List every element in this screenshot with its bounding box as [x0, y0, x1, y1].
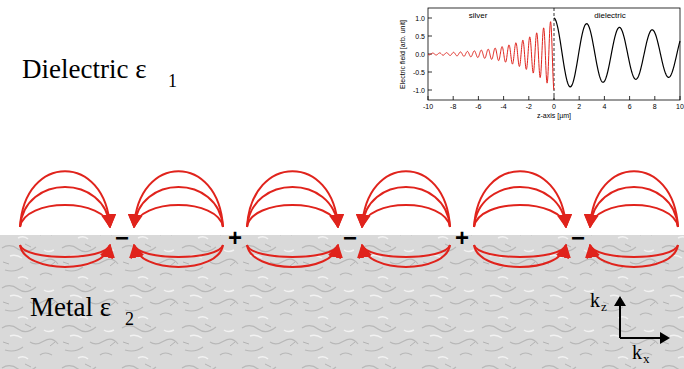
- tick-label: 6: [628, 103, 632, 110]
- charge-symbol: −: [571, 226, 585, 250]
- field-lines: [20, 171, 678, 267]
- tick-label: -1.0: [413, 87, 425, 94]
- axis-title: z-axis [µm]: [537, 112, 571, 119]
- subscript: 1: [168, 72, 177, 90]
- tick-label: 8: [653, 103, 657, 110]
- tick-label: 4: [602, 103, 606, 110]
- tick-label: -4: [500, 103, 506, 110]
- plot-annotation: silver: [469, 12, 488, 20]
- tick-label: -2: [526, 103, 532, 110]
- axis-title: Electric field [arb. unit]: [399, 20, 406, 89]
- axis-label: k: [590, 290, 600, 310]
- charge-symbol: +: [455, 226, 469, 250]
- charge-symbol: −: [115, 226, 129, 250]
- plot-annotation: dielectric: [594, 12, 626, 20]
- tick-label: -10: [423, 103, 433, 110]
- charge-symbol: −: [343, 226, 357, 250]
- axis-label: k: [632, 342, 642, 362]
- tick-label: 0.0: [415, 51, 425, 58]
- region-label: Dielectric ε: [22, 56, 147, 83]
- tick-label: 10: [676, 103, 684, 110]
- tick-label: -8: [450, 103, 456, 110]
- tick-label: 2: [577, 103, 581, 110]
- charge-symbol: +: [228, 226, 242, 250]
- k-axes: [614, 296, 670, 344]
- tick-label: -6: [475, 103, 481, 110]
- tick-label: 0.5: [415, 33, 425, 40]
- tick-label: 0: [552, 103, 556, 110]
- tick-label: 1.0: [415, 15, 425, 22]
- inset-plot: [428, 8, 680, 100]
- subscript: x: [643, 352, 650, 365]
- subscript: 2: [125, 310, 134, 328]
- region-label: Metal ε: [30, 294, 111, 321]
- tick-label: -0.5: [413, 69, 425, 76]
- subscript: z: [601, 300, 607, 313]
- metal-region: [0, 235, 684, 369]
